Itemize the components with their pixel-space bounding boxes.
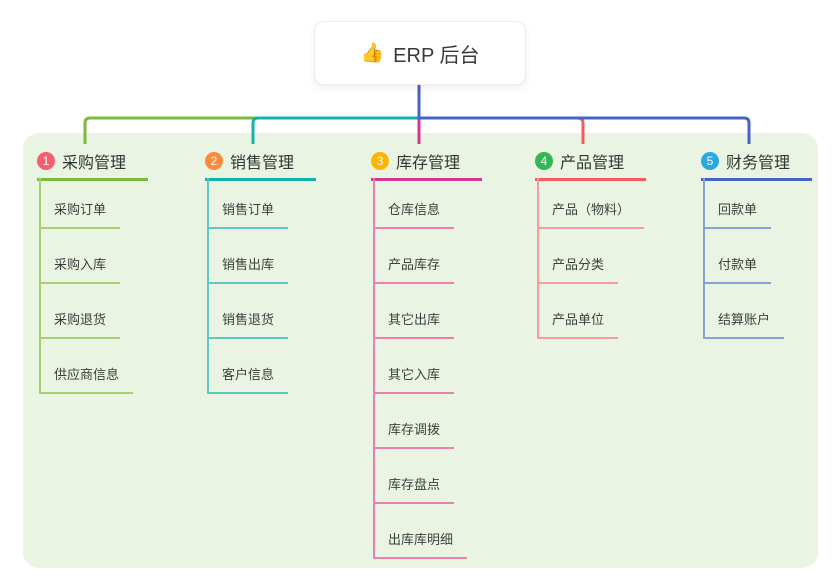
child-node: 其它入库 (373, 365, 455, 394)
branch-spine (537, 178, 539, 339)
child-node: 仓库信息 (373, 200, 455, 229)
branch-number-badge: 5 (701, 152, 719, 170)
child-node: 采购入库 (39, 255, 121, 284)
branch-header-4: 4 产品管理 (535, 149, 646, 181)
thumbs-up-icon: 👍 (360, 43, 385, 64)
child-node: 付款单 (703, 255, 772, 284)
child-node: 库存调拨 (373, 420, 455, 449)
child-node: 供应商信息 (39, 365, 134, 394)
child-node: 出库库明细 (373, 530, 468, 559)
branch-header-5: 5 财务管理 (701, 149, 812, 181)
branch-title: 采购管理 (62, 155, 127, 172)
branch-header-2: 2 销售管理 (205, 149, 316, 181)
branch-header-1: 1 采购管理 (37, 149, 148, 181)
branch-number-badge: 2 (205, 152, 223, 170)
child-node: 产品（物料） (537, 200, 645, 229)
branch-title: 库存管理 (396, 155, 461, 172)
root-label: ERP 后台 (393, 44, 480, 67)
branch-spine (207, 178, 209, 394)
child-node: 客户信息 (207, 365, 289, 394)
child-node: 其它出库 (373, 310, 455, 339)
child-node: 产品库存 (373, 255, 455, 284)
child-node: 产品单位 (537, 310, 619, 339)
child-node: 库存盘点 (373, 475, 455, 504)
branch-title: 产品管理 (560, 155, 625, 172)
child-node: 产品分类 (537, 255, 619, 284)
child-node: 销售退货 (207, 310, 289, 339)
branch-number-badge: 3 (371, 152, 389, 170)
branch-spine (373, 178, 375, 559)
child-node: 回款单 (703, 200, 772, 229)
mindmap-panel (23, 133, 818, 568)
branch-number-badge: 1 (37, 152, 55, 170)
root-node: 👍 ERP 后台 (314, 21, 526, 85)
child-node: 采购退货 (39, 310, 121, 339)
branch-header-3: 3 库存管理 (371, 149, 482, 181)
branch-title: 销售管理 (230, 155, 295, 172)
branch-title: 财务管理 (726, 155, 791, 172)
child-node: 采购订单 (39, 200, 121, 229)
child-node: 销售出库 (207, 255, 289, 284)
child-node: 结算账户 (703, 310, 785, 339)
branch-spine (703, 178, 705, 339)
branch-spine (39, 178, 41, 394)
child-node: 销售订单 (207, 200, 289, 229)
branch-number-badge: 4 (535, 152, 553, 170)
